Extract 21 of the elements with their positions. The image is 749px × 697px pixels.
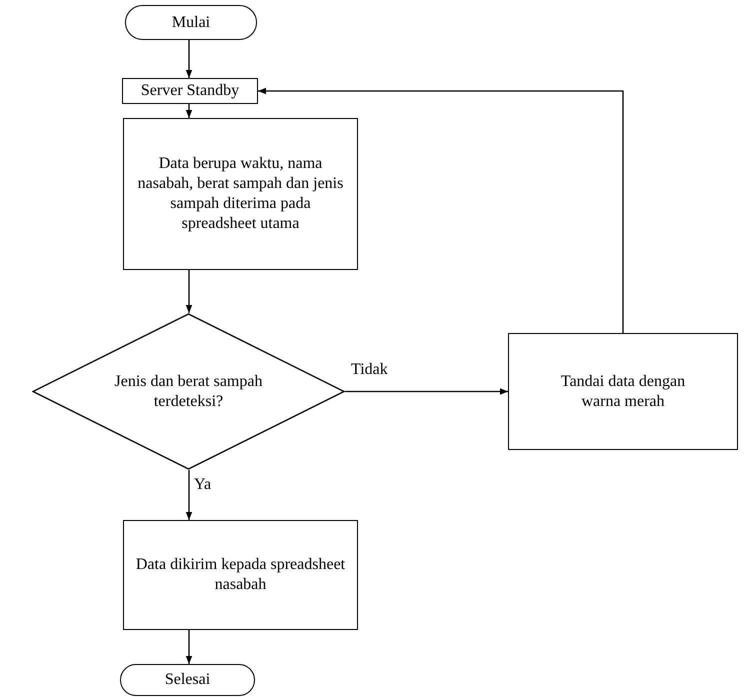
- arrow: [186, 40, 192, 78]
- node-text: Jenis dan berat sampah terdeteksi?: [114, 372, 264, 412]
- node-text: Data dikirim kepada spreadsheet nasabah: [134, 555, 346, 595]
- arrow: [258, 88, 624, 333]
- arrow: [186, 630, 192, 664]
- node-text: Tandai data dengan warna merah: [560, 372, 686, 412]
- node-text: Selesai: [164, 670, 210, 690]
- arrow: [186, 470, 192, 520]
- terminal-shape: [125, 5, 257, 40]
- arrow: [345, 388, 508, 395]
- process-box: [123, 520, 358, 630]
- terminal-shape: [120, 664, 255, 696]
- node-text: Server Standby: [140, 81, 240, 101]
- arrow: [186, 270, 192, 313]
- node-text: Mulai: [172, 12, 210, 32]
- decision-diamond: [32, 313, 345, 470]
- process-box: [122, 78, 258, 104]
- process-box: [508, 333, 738, 450]
- arrow: [186, 104, 192, 118]
- node-text: Data berupa waktu, nama nasabah, berat sampah dan jenis sampah diterima pada spreadsheet utama: [136, 154, 344, 234]
- process-box: [123, 118, 358, 270]
